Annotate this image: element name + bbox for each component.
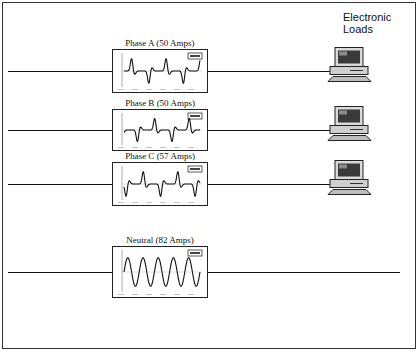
scope-trace: Neutral (82 Amps) <box>112 235 208 298</box>
keyboard <box>328 136 371 141</box>
scope-tag <box>188 53 202 59</box>
scope-tag <box>188 113 202 119</box>
current-waveform <box>124 258 200 287</box>
loads-label: Electronic Loads <box>343 11 407 35</box>
monitor-case <box>335 48 363 67</box>
phase-title: Phase B (50 Amps) <box>112 98 208 109</box>
keyboard <box>328 190 371 195</box>
oscilloscope-screen <box>112 109 208 151</box>
phase-title: Phase A (50 Amps) <box>112 38 208 49</box>
supply-wire <box>208 130 330 131</box>
screen-glare <box>339 165 347 169</box>
scope-tag-fill <box>190 115 200 117</box>
computer-icon <box>328 161 371 195</box>
supply-wire <box>208 184 330 185</box>
oscilloscope-screen <box>112 246 208 298</box>
monitor-screen <box>338 164 360 177</box>
scope-frame <box>113 163 208 206</box>
scope-trace: Phase C (57 Amps) <box>112 151 208 206</box>
scope-tag-fill <box>190 252 200 254</box>
drive-slot <box>350 129 363 130</box>
screen-glare <box>339 52 347 56</box>
scope-scale <box>118 89 202 90</box>
scope-tag-fill <box>190 55 200 57</box>
scope-scale <box>118 147 202 148</box>
monitor-screen <box>338 51 360 64</box>
scope-tag <box>188 250 202 256</box>
scope-axis <box>122 113 123 145</box>
monitor-case <box>335 161 363 180</box>
supply-wire <box>8 130 112 131</box>
current-waveform <box>124 59 200 84</box>
scope-frame <box>113 110 208 151</box>
scope-tag-fill <box>190 168 200 170</box>
supply-wire <box>208 272 400 273</box>
phase-title: Phase C (57 Amps) <box>112 151 208 162</box>
scope-trace: Phase A (50 Amps) <box>112 38 208 93</box>
current-waveform <box>124 119 200 142</box>
system-unit <box>330 180 368 188</box>
oscilloscope-screen <box>112 49 208 93</box>
system-unit <box>330 67 368 75</box>
computer-icon <box>328 107 371 141</box>
monitor-case <box>335 107 363 126</box>
computer-icon <box>328 48 371 82</box>
scope-scale <box>118 202 202 203</box>
system-unit <box>330 126 368 134</box>
scope-frame <box>113 50 208 93</box>
monitor-screen <box>338 110 360 123</box>
frame-border <box>3 3 416 349</box>
scope-axis <box>122 166 123 200</box>
supply-wire <box>8 184 112 185</box>
screen-glare <box>339 111 347 115</box>
current-waveform <box>124 172 200 197</box>
scope-frame <box>113 247 208 298</box>
drive-slot <box>350 70 363 71</box>
scope-scale <box>118 294 202 295</box>
scope-trace: Phase B (50 Amps) <box>112 98 208 151</box>
keyboard <box>328 77 371 82</box>
drive-slot <box>350 183 363 184</box>
supply-wire <box>208 71 330 72</box>
supply-wire <box>8 272 112 273</box>
supply-wire <box>8 71 112 72</box>
scope-axis <box>122 250 123 292</box>
phase-title: Neutral (82 Amps) <box>112 235 208 246</box>
scope-axis <box>122 53 123 87</box>
scope-tag <box>188 166 202 172</box>
oscilloscope-screen <box>112 162 208 206</box>
